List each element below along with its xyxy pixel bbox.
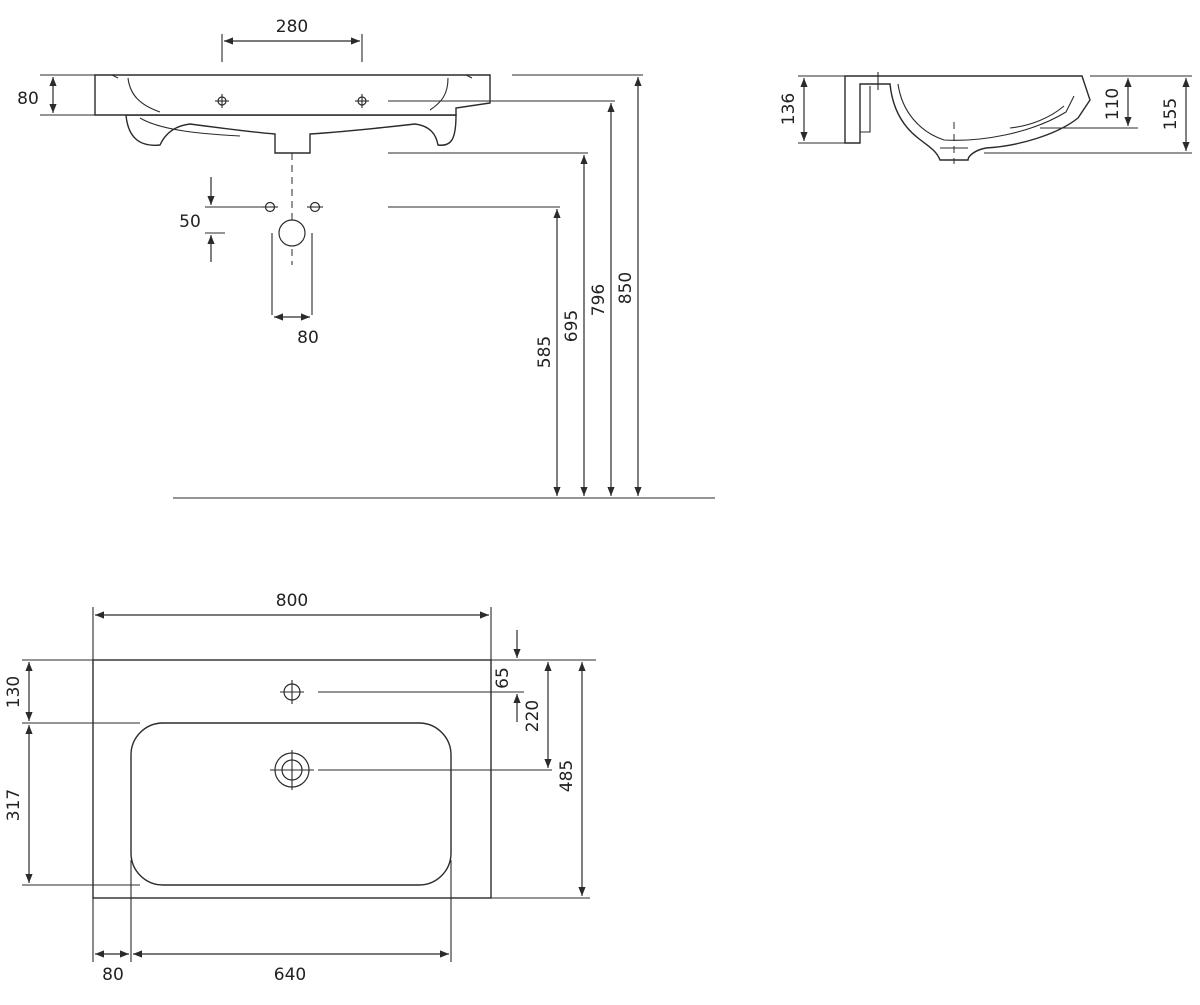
- rim-chamfer-left: [111, 74, 119, 79]
- dim-top-485: 485: [491, 662, 590, 899]
- dim-label-80-waste: 80: [297, 328, 319, 348]
- dim-side-136: 136: [779, 75, 845, 144]
- rim-chamfer-right: [465, 74, 473, 79]
- dim-label-796: 796: [589, 284, 609, 316]
- top-waste-outlet: [270, 750, 314, 790]
- dim-pipe-spacing: 50: [179, 177, 262, 262]
- waste-outlet-circle: [278, 219, 306, 247]
- side-bowl-inner-curve-2: [1009, 105, 1065, 129]
- basin-top-bowl: [130, 722, 452, 886]
- dim-label-80-rim: 80: [17, 89, 39, 109]
- rim-inner-curve-right: [429, 77, 449, 111]
- dim-label-80-bottom: 80: [102, 965, 124, 985]
- dim-label-280: 280: [276, 17, 308, 37]
- side-bowl-inner-curve: [897, 83, 1075, 141]
- dim-label-317: 317: [4, 789, 24, 821]
- dim-top-317: 317: [4, 725, 140, 886]
- top-view: 800 130 317 65 220: [4, 591, 596, 985]
- dim-height-850: 850: [512, 74, 643, 496]
- dim-label-130: 130: [4, 676, 24, 708]
- dim-top-130: 130: [4, 659, 140, 724]
- dim-label-695: 695: [562, 310, 582, 342]
- supply-pipe-right: [307, 201, 323, 213]
- dim-height-695: 695: [388, 152, 588, 496]
- dim-label-850: 850: [616, 272, 636, 304]
- dim-side-155: 155: [984, 75, 1192, 154]
- dim-label-65: 65: [493, 667, 513, 689]
- dim-label-640: 640: [274, 965, 306, 985]
- dim-label-485: 485: [557, 760, 577, 792]
- dim-height-585: 585: [388, 206, 561, 496]
- dim-label-136: 136: [779, 93, 799, 125]
- dim-top-80: 80: [92, 860, 132, 985]
- dim-rim-height: 80: [17, 74, 95, 116]
- dim-waste-width: 80: [274, 313, 319, 348]
- dim-tap-spacing: 280: [221, 17, 363, 62]
- front-view: 280 80 50 80 585: [17, 17, 715, 499]
- bowl-underside-curve: [139, 117, 241, 137]
- dim-label-110: 110: [1103, 88, 1123, 120]
- dim-label-50: 50: [179, 212, 201, 232]
- supply-pipe-left: [262, 201, 278, 213]
- rim-inner-curve-left: [127, 77, 161, 113]
- dim-top-640: 640: [133, 860, 452, 985]
- side-rim-inner: [860, 86, 871, 133]
- side-view: 136 110 155: [779, 72, 1192, 164]
- top-tap-hole: [280, 680, 304, 704]
- dim-label-800: 800: [276, 591, 308, 611]
- dim-top-65: 65: [318, 630, 596, 722]
- tap-hole-marker-left: [215, 94, 229, 108]
- dim-label-585: 585: [535, 336, 555, 368]
- basin-front-body: [125, 114, 457, 154]
- dim-label-220: 220: [523, 700, 543, 732]
- dim-top-220: 220: [318, 662, 552, 771]
- basin-side-profile: [844, 75, 1091, 161]
- dim-height-796: 796: [388, 100, 615, 496]
- dim-top-800: 800: [92, 591, 492, 660]
- dim-label-155: 155: [1161, 98, 1181, 130]
- tap-hole-marker-right: [355, 94, 369, 108]
